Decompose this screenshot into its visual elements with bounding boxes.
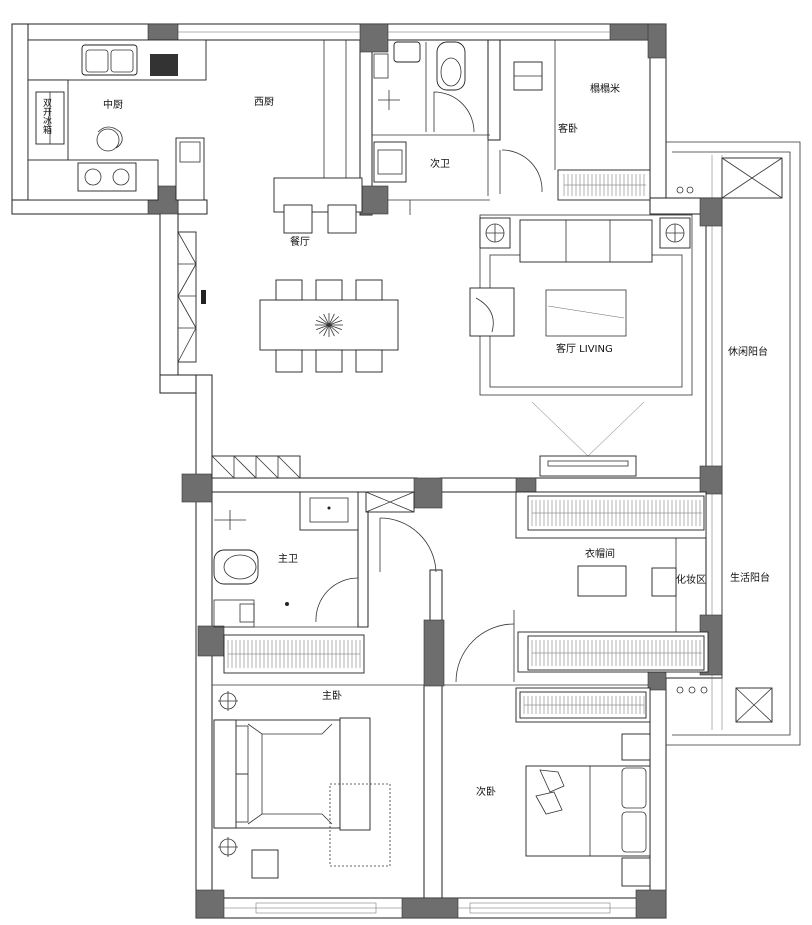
guest-wardrobe bbox=[557, 169, 651, 201]
kitchen-sink-icon bbox=[81, 44, 138, 76]
petal bbox=[323, 324, 330, 337]
second-bath: 次卫 bbox=[373, 41, 489, 196]
label-cloakroom: 衣帽间 bbox=[585, 547, 615, 560]
leisure-balcony: 休闲阳台 bbox=[676, 157, 783, 358]
label-dressing-area: 化妆区 bbox=[676, 573, 706, 586]
corridor-doors bbox=[379, 517, 515, 683]
service-balcony: 生活阳台 bbox=[676, 571, 773, 723]
cloakroom: 衣帽间 化妆区 bbox=[515, 491, 709, 673]
petal bbox=[328, 324, 343, 330]
petal bbox=[328, 324, 335, 337]
lamp-icon bbox=[479, 217, 511, 249]
hall-cabinet bbox=[211, 455, 415, 513]
petal bbox=[315, 324, 330, 330]
faucet-icon bbox=[96, 126, 123, 152]
label-second-bath: 次卫 bbox=[430, 157, 450, 170]
living-room: 客厅 LIVING bbox=[469, 214, 693, 477]
petal bbox=[328, 316, 340, 326]
area-rug bbox=[329, 783, 391, 867]
petal bbox=[315, 320, 330, 326]
label-master-bedroom: 主卧 bbox=[322, 689, 342, 702]
petal bbox=[328, 313, 335, 326]
label-master-bath: 主卫 bbox=[278, 553, 298, 565]
double-bed bbox=[213, 719, 341, 829]
chinese-kitchen: 双开冰箱 中厨 bbox=[27, 39, 207, 201]
master-bath: 主卫 bbox=[213, 491, 359, 628]
label-dining: 餐厅 bbox=[290, 235, 310, 248]
petal bbox=[328, 324, 340, 334]
guest-bedroom: 榻榻米 客卧 bbox=[499, 61, 651, 201]
oven-icon bbox=[150, 54, 178, 76]
label-tatami: 榻榻米 bbox=[590, 82, 620, 95]
lamp-icon bbox=[218, 691, 238, 711]
label-guest-bedroom: 客卧 bbox=[558, 122, 578, 135]
single-bed bbox=[525, 765, 651, 857]
petal bbox=[323, 313, 330, 326]
petal bbox=[318, 316, 330, 326]
dining: 餐厅 bbox=[177, 231, 399, 373]
flower-centerpiece-icon bbox=[315, 313, 343, 337]
double-fridge: 双开冰箱 bbox=[35, 91, 65, 145]
stove-icon bbox=[77, 162, 137, 192]
label-living: 客厅 LIVING bbox=[556, 342, 613, 355]
label-service-balcony: 生活阳台 bbox=[730, 571, 770, 584]
lamp-icon bbox=[659, 217, 691, 249]
label-second-bedroom: 次卧 bbox=[476, 785, 496, 798]
master-wardrobe bbox=[223, 634, 365, 674]
petal bbox=[328, 320, 343, 326]
label-double-fridge: 双开冰箱 bbox=[41, 98, 52, 135]
lamp-icon bbox=[218, 837, 238, 857]
label-chinese-kitchen: 中厨 bbox=[103, 98, 123, 111]
label-leisure-balcony: 休闲阳台 bbox=[728, 345, 768, 358]
interior-walls bbox=[211, 39, 711, 899]
western-kitchen: 西厨 bbox=[175, 96, 363, 234]
windows bbox=[178, 31, 636, 914]
second-bedroom: 次卧 bbox=[476, 687, 651, 887]
petal bbox=[318, 324, 330, 334]
master-bedroom: 主卧 bbox=[213, 689, 391, 879]
label-western-kitchen: 西厨 bbox=[254, 96, 274, 108]
